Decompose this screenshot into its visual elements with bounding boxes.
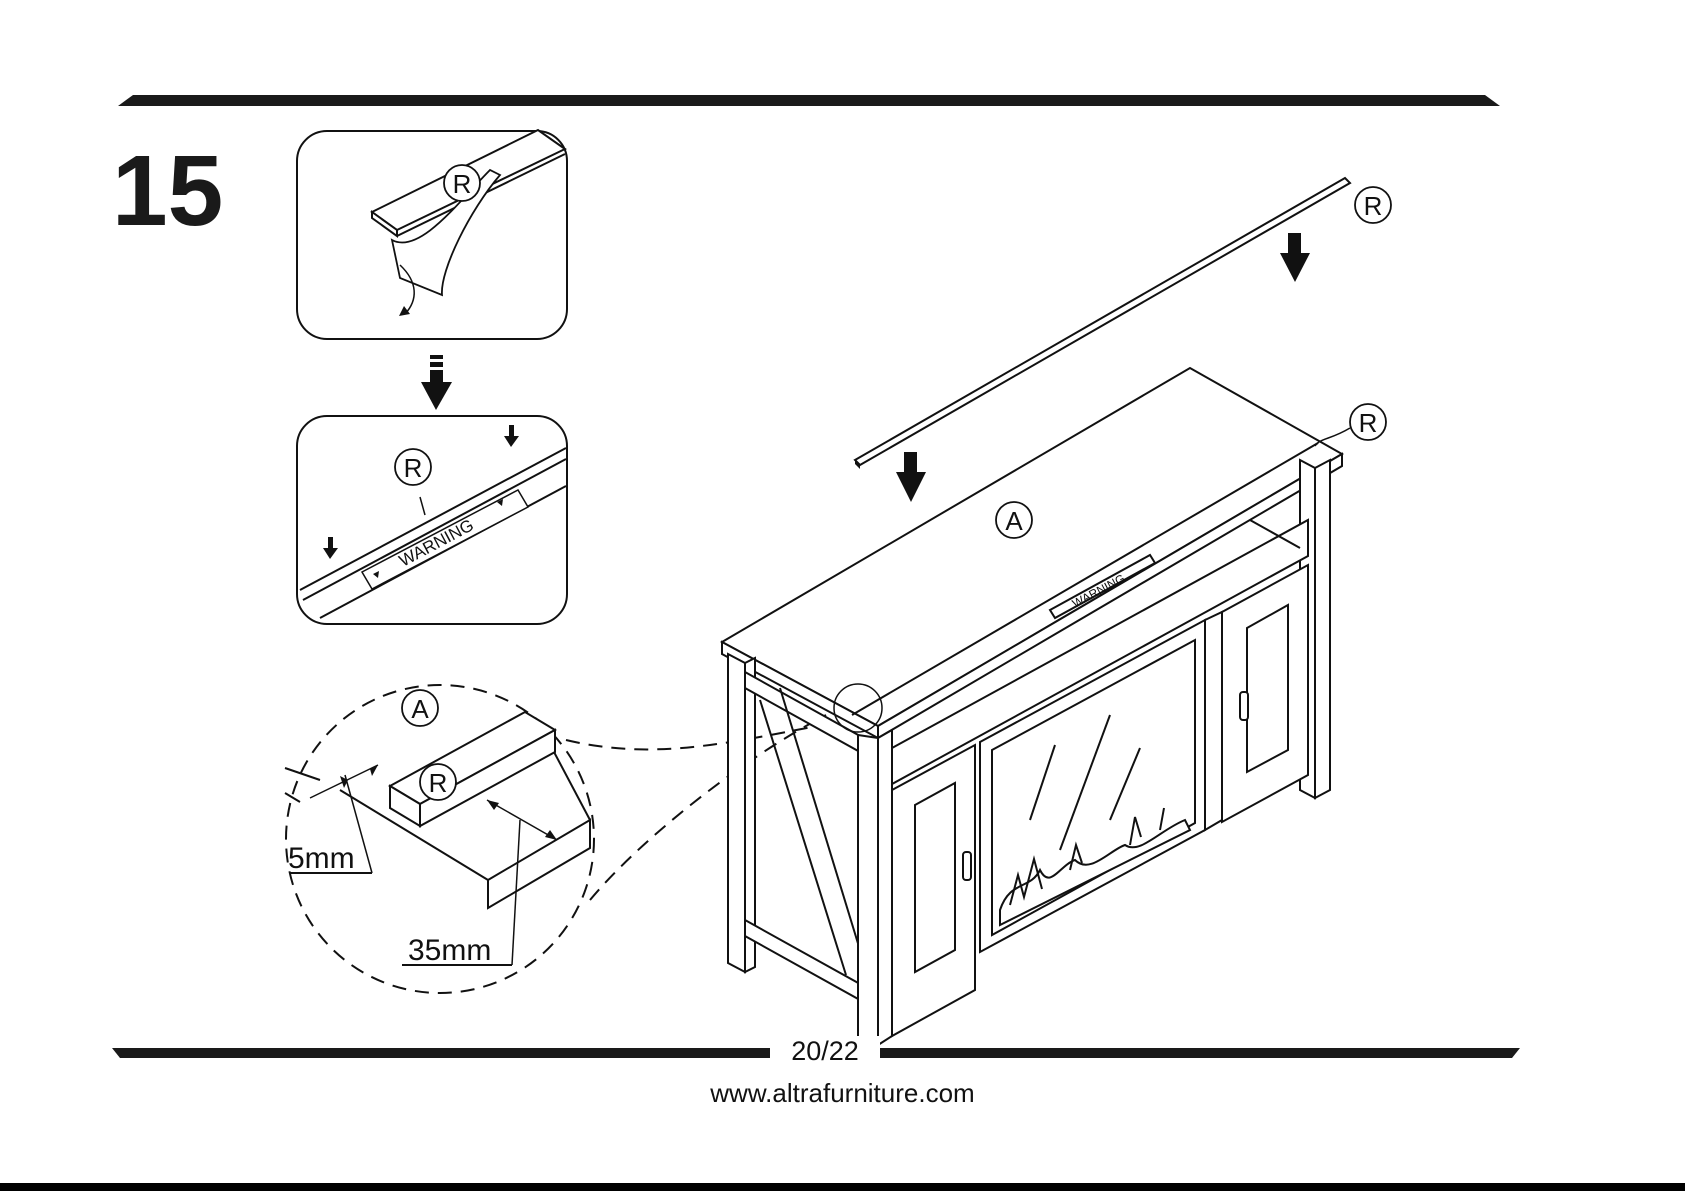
part-a-label: A [1005,506,1023,536]
step-number: 15 [112,135,223,247]
detail-magnified-edge: A R 5mm 35mm [285,685,594,993]
arrow-down-icon [1280,233,1310,282]
part-r-label: R [453,169,472,199]
top-rule [118,95,1500,106]
part-r-label-strip: R [1364,191,1383,221]
bottom-band [0,1183,1685,1191]
detail-peel-backing: R [297,130,567,339]
arrow-down-icon [896,452,926,502]
magnifier-leader [590,715,826,900]
part-r-label-cabinet: R [1359,408,1378,438]
page-number: 20/22 [770,1036,880,1067]
arrow-down-icon [421,355,452,410]
part-a-label-detail: A [411,694,429,724]
arrow-down-icon [504,425,519,447]
arrow-down-icon [323,537,338,559]
dimension-35mm: 35mm [408,934,491,967]
dimension-5mm: 5mm [288,842,355,875]
fireplace-cabinet [722,368,1342,1045]
footer-url: www.altrafurniture.com [0,1078,1685,1109]
part-r-label-3: R [429,768,448,798]
detail-apply-strip: WARNING R [297,416,567,624]
part-r-label-2: R [404,453,423,483]
magnifier-leader [566,725,822,749]
